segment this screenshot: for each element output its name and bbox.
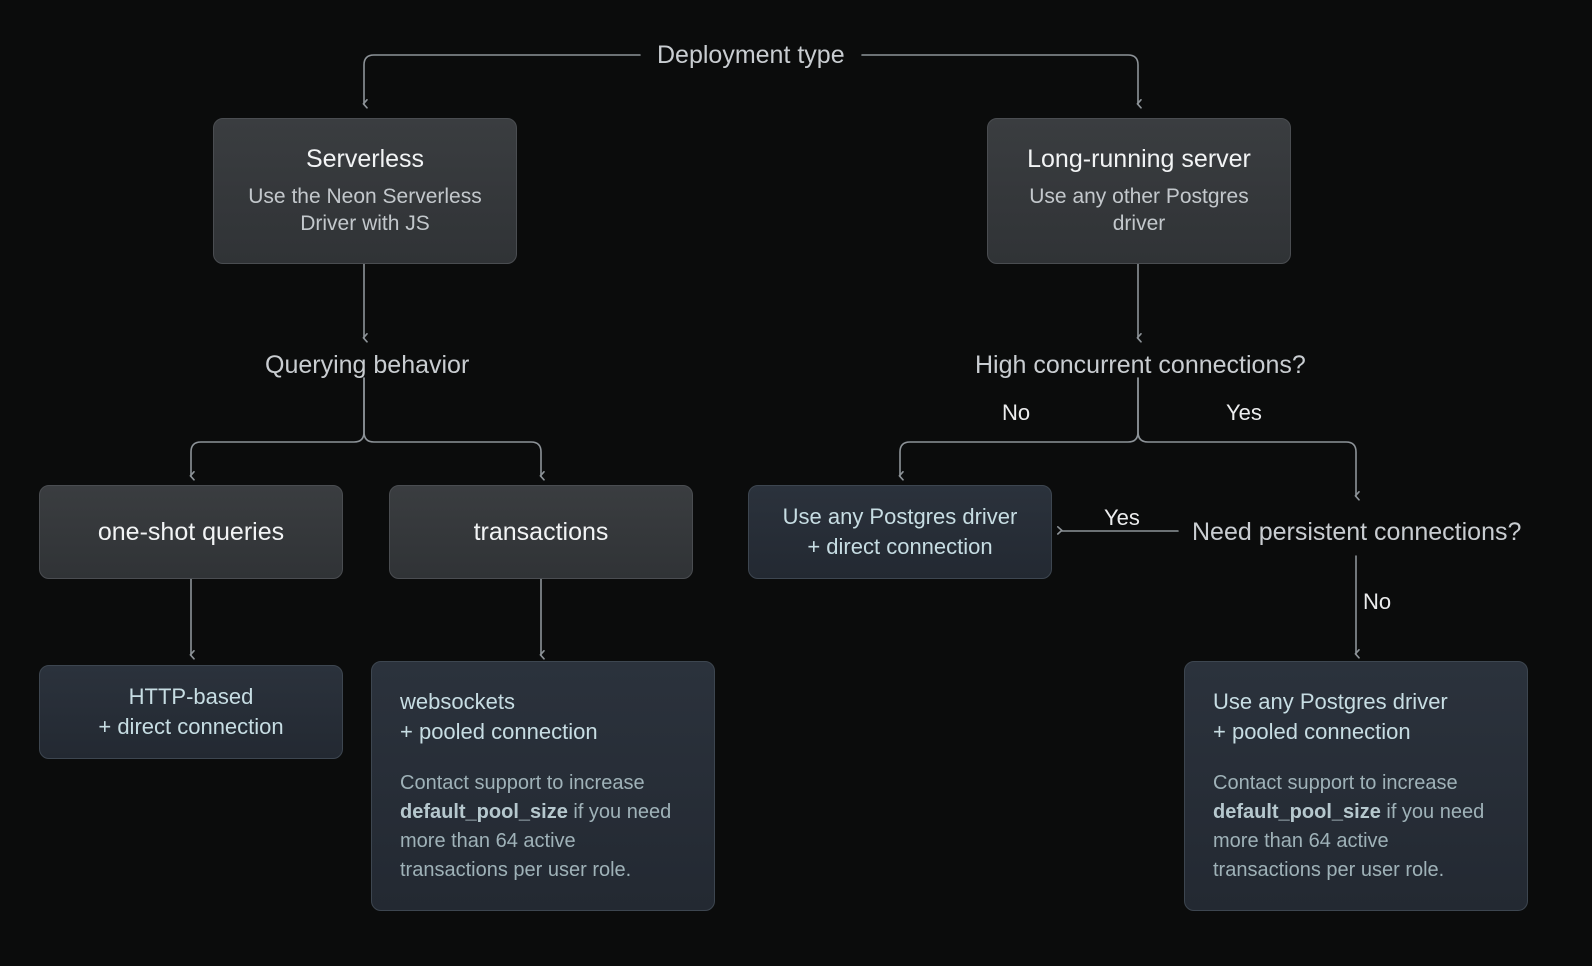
node-transactions[interactable]: transactions [389,485,693,579]
edge-label-persistent-yes: Yes [1104,505,1140,530]
node-serverless-title: Serverless [305,145,425,174]
node-long-running-title: Long-running server [1027,145,1251,174]
node-transactions-title: transactions [473,517,609,546]
wire-querying-to-oneshot [189,377,365,481]
node-http-based-heading: HTTP-based + direct connection [98,683,284,739]
note-text-after: if you need more than 64 active transact… [1213,801,1485,882]
wire-concurrent-yes [1137,377,1360,501]
wire-concurrent-no [898,377,1139,481]
decision-querying-behavior: Querying behavior [265,351,470,379]
edge-label-concurrent-no: No [1002,400,1031,425]
note-text-before: Contact support to increase [1213,772,1458,795]
wire-root-to-serverless [362,54,641,109]
node-serverless-subtitle: Use the Neon Serverless Driver with JS [248,184,482,236]
edge-label-persistent-no: No [1363,589,1392,614]
node-direct-driver[interactable]: Use any Postgres driver + direct connect… [748,485,1052,579]
decision-high-concurrent-connections: High concurrent connections? [975,351,1306,379]
node-direct-driver-heading: Use any Postgres driver + direct connect… [782,503,1018,559]
root-label: Deployment type [641,43,861,68]
wire-querying-to-transactions [363,377,545,481]
node-long-running-subtitle: Use any other Postgres driver [1029,184,1249,236]
node-pooled-driver-heading: Use any Postgres driver + pooled connect… [1213,688,1448,744]
note-code-default-pool-size: default_pool_size [1213,801,1381,824]
note-code-default-pool-size: default_pool_size [400,801,568,824]
node-pooled-driver[interactable]: Use any Postgres driver + pooled connect… [1184,661,1528,911]
decision-need-persistent-connections: Need persistent connections? [1192,518,1522,546]
node-serverless[interactable]: Serverless Use the Neon Serverless Drive… [213,118,517,264]
wire-root-to-longrunning [861,54,1142,109]
node-http-based[interactable]: HTTP-based + direct connection [39,665,343,759]
node-websockets-heading: websockets + pooled connection [400,688,598,744]
note-text-before: Contact support to increase [400,772,645,795]
node-long-running-server[interactable]: Long-running server Use any other Postgr… [987,118,1291,264]
node-websockets[interactable]: websockets + pooled connection Contact s… [371,661,715,911]
node-one-shot-queries-title: one-shot queries [97,517,285,546]
node-pooled-driver-note: Contact support to increase default_pool… [1213,769,1499,885]
node-one-shot-queries[interactable]: one-shot queries [39,485,343,579]
note-text-after: if you need more than 64 active transact… [400,801,672,882]
node-websockets-note: Contact support to increase default_pool… [400,769,686,885]
edge-label-concurrent-yes: Yes [1226,400,1262,425]
